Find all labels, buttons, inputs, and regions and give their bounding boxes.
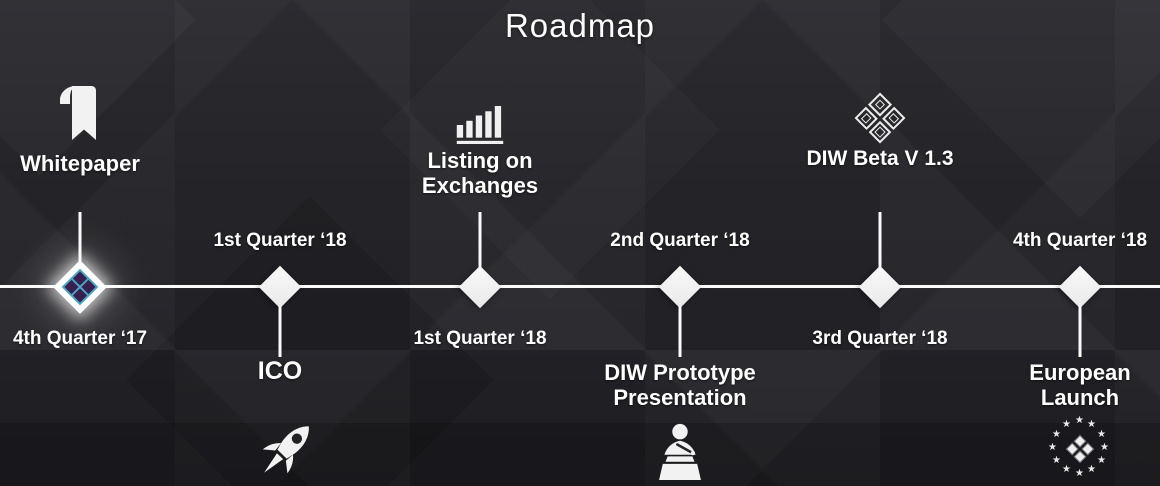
quarter-label: 4th Quarter ‘18 <box>1012 230 1148 251</box>
connector-line <box>478 212 482 268</box>
milestone-diw-beta: DIW Beta V 1.3 3rd Quarter ‘18 <box>780 0 980 486</box>
rocket-icon <box>249 412 324 486</box>
background-bottom-band <box>0 423 1160 486</box>
eu-star: ★ <box>1075 415 1084 426</box>
connector-line <box>678 306 682 357</box>
quarter-label: 1st Quarter ‘18 <box>213 230 347 251</box>
milestone-european-launch: 4th Quarter ‘18 European Launch ★ ★ ★ ★ … <box>980 0 1160 486</box>
quarter-label: 3rd Quarter ‘18 <box>812 328 948 349</box>
page-title: Roadmap <box>504 7 656 44</box>
eu-star: ★ <box>1097 455 1106 466</box>
presenter-podium-icon <box>653 422 707 480</box>
quarter-label: 2nd Quarter ‘18 <box>610 230 750 251</box>
diamond-grid-cells <box>854 92 906 144</box>
milestone-title: Whitepaper <box>20 151 140 176</box>
eu-star: ★ <box>1087 464 1096 475</box>
timeline-marker <box>258 265 302 309</box>
quarter-label: 4th Quarter ‘17 <box>12 328 148 349</box>
quarter-label: 1st Quarter ‘18 <box>413 328 547 349</box>
timeline-marker <box>658 265 702 309</box>
milestone-title: Listing on Exchanges <box>421 148 539 199</box>
eu-star: ★ <box>1097 429 1106 440</box>
milestone-whitepaper: Whitepaper 4th Quarter ‘17 <box>0 0 180 486</box>
diw-logo-center <box>1065 434 1095 464</box>
timeline-marker <box>1058 265 1102 309</box>
eu-star: ★ <box>1075 468 1084 479</box>
eu-star: ★ <box>1052 429 1061 440</box>
milestone-title: DIW Beta V 1.3 <box>806 147 954 170</box>
milestone-listing-on-exchanges: Listing on Exchanges 1st Quarter ‘18 <box>380 0 580 486</box>
eu-star: ★ <box>1052 455 1061 466</box>
eu-star: ★ <box>1062 419 1071 430</box>
connector-line <box>878 212 882 268</box>
whitepaper-scroll-icon <box>58 82 102 148</box>
eu-stars-icon: ★ ★ ★ ★ ★ ★ ★ ★ ★ ★ ★ ★ <box>1047 416 1113 482</box>
milestone-title: European Launch <box>1029 360 1131 411</box>
diw-logo-teal-diamond <box>61 268 99 306</box>
timeline-marker <box>458 265 502 309</box>
eu-star: ★ <box>1100 442 1109 453</box>
milestone-title: DIW Prototype Presentation <box>604 360 756 411</box>
milestone-ico: 1st Quarter ‘18 ICO <box>180 0 380 486</box>
milestone-diw-prototype-presentation: 2nd Quarter ‘18 DIW Prototype Presentati… <box>580 0 780 486</box>
diw-logo-purple-grid <box>64 271 96 303</box>
timeline-marker <box>858 265 902 309</box>
connector-line <box>278 306 282 357</box>
milestone-title: ICO <box>257 357 303 385</box>
timeline-marker-diw-logo <box>53 260 107 314</box>
diw-diamond-grid-icon <box>845 83 916 154</box>
eu-star: ★ <box>1087 419 1096 430</box>
connector-line <box>78 212 82 268</box>
eu-star: ★ <box>1048 442 1057 453</box>
bar-chart-icon <box>456 106 504 144</box>
eu-star: ★ <box>1062 464 1071 475</box>
connector-line <box>1078 306 1082 357</box>
timeline-axis <box>0 285 1160 288</box>
